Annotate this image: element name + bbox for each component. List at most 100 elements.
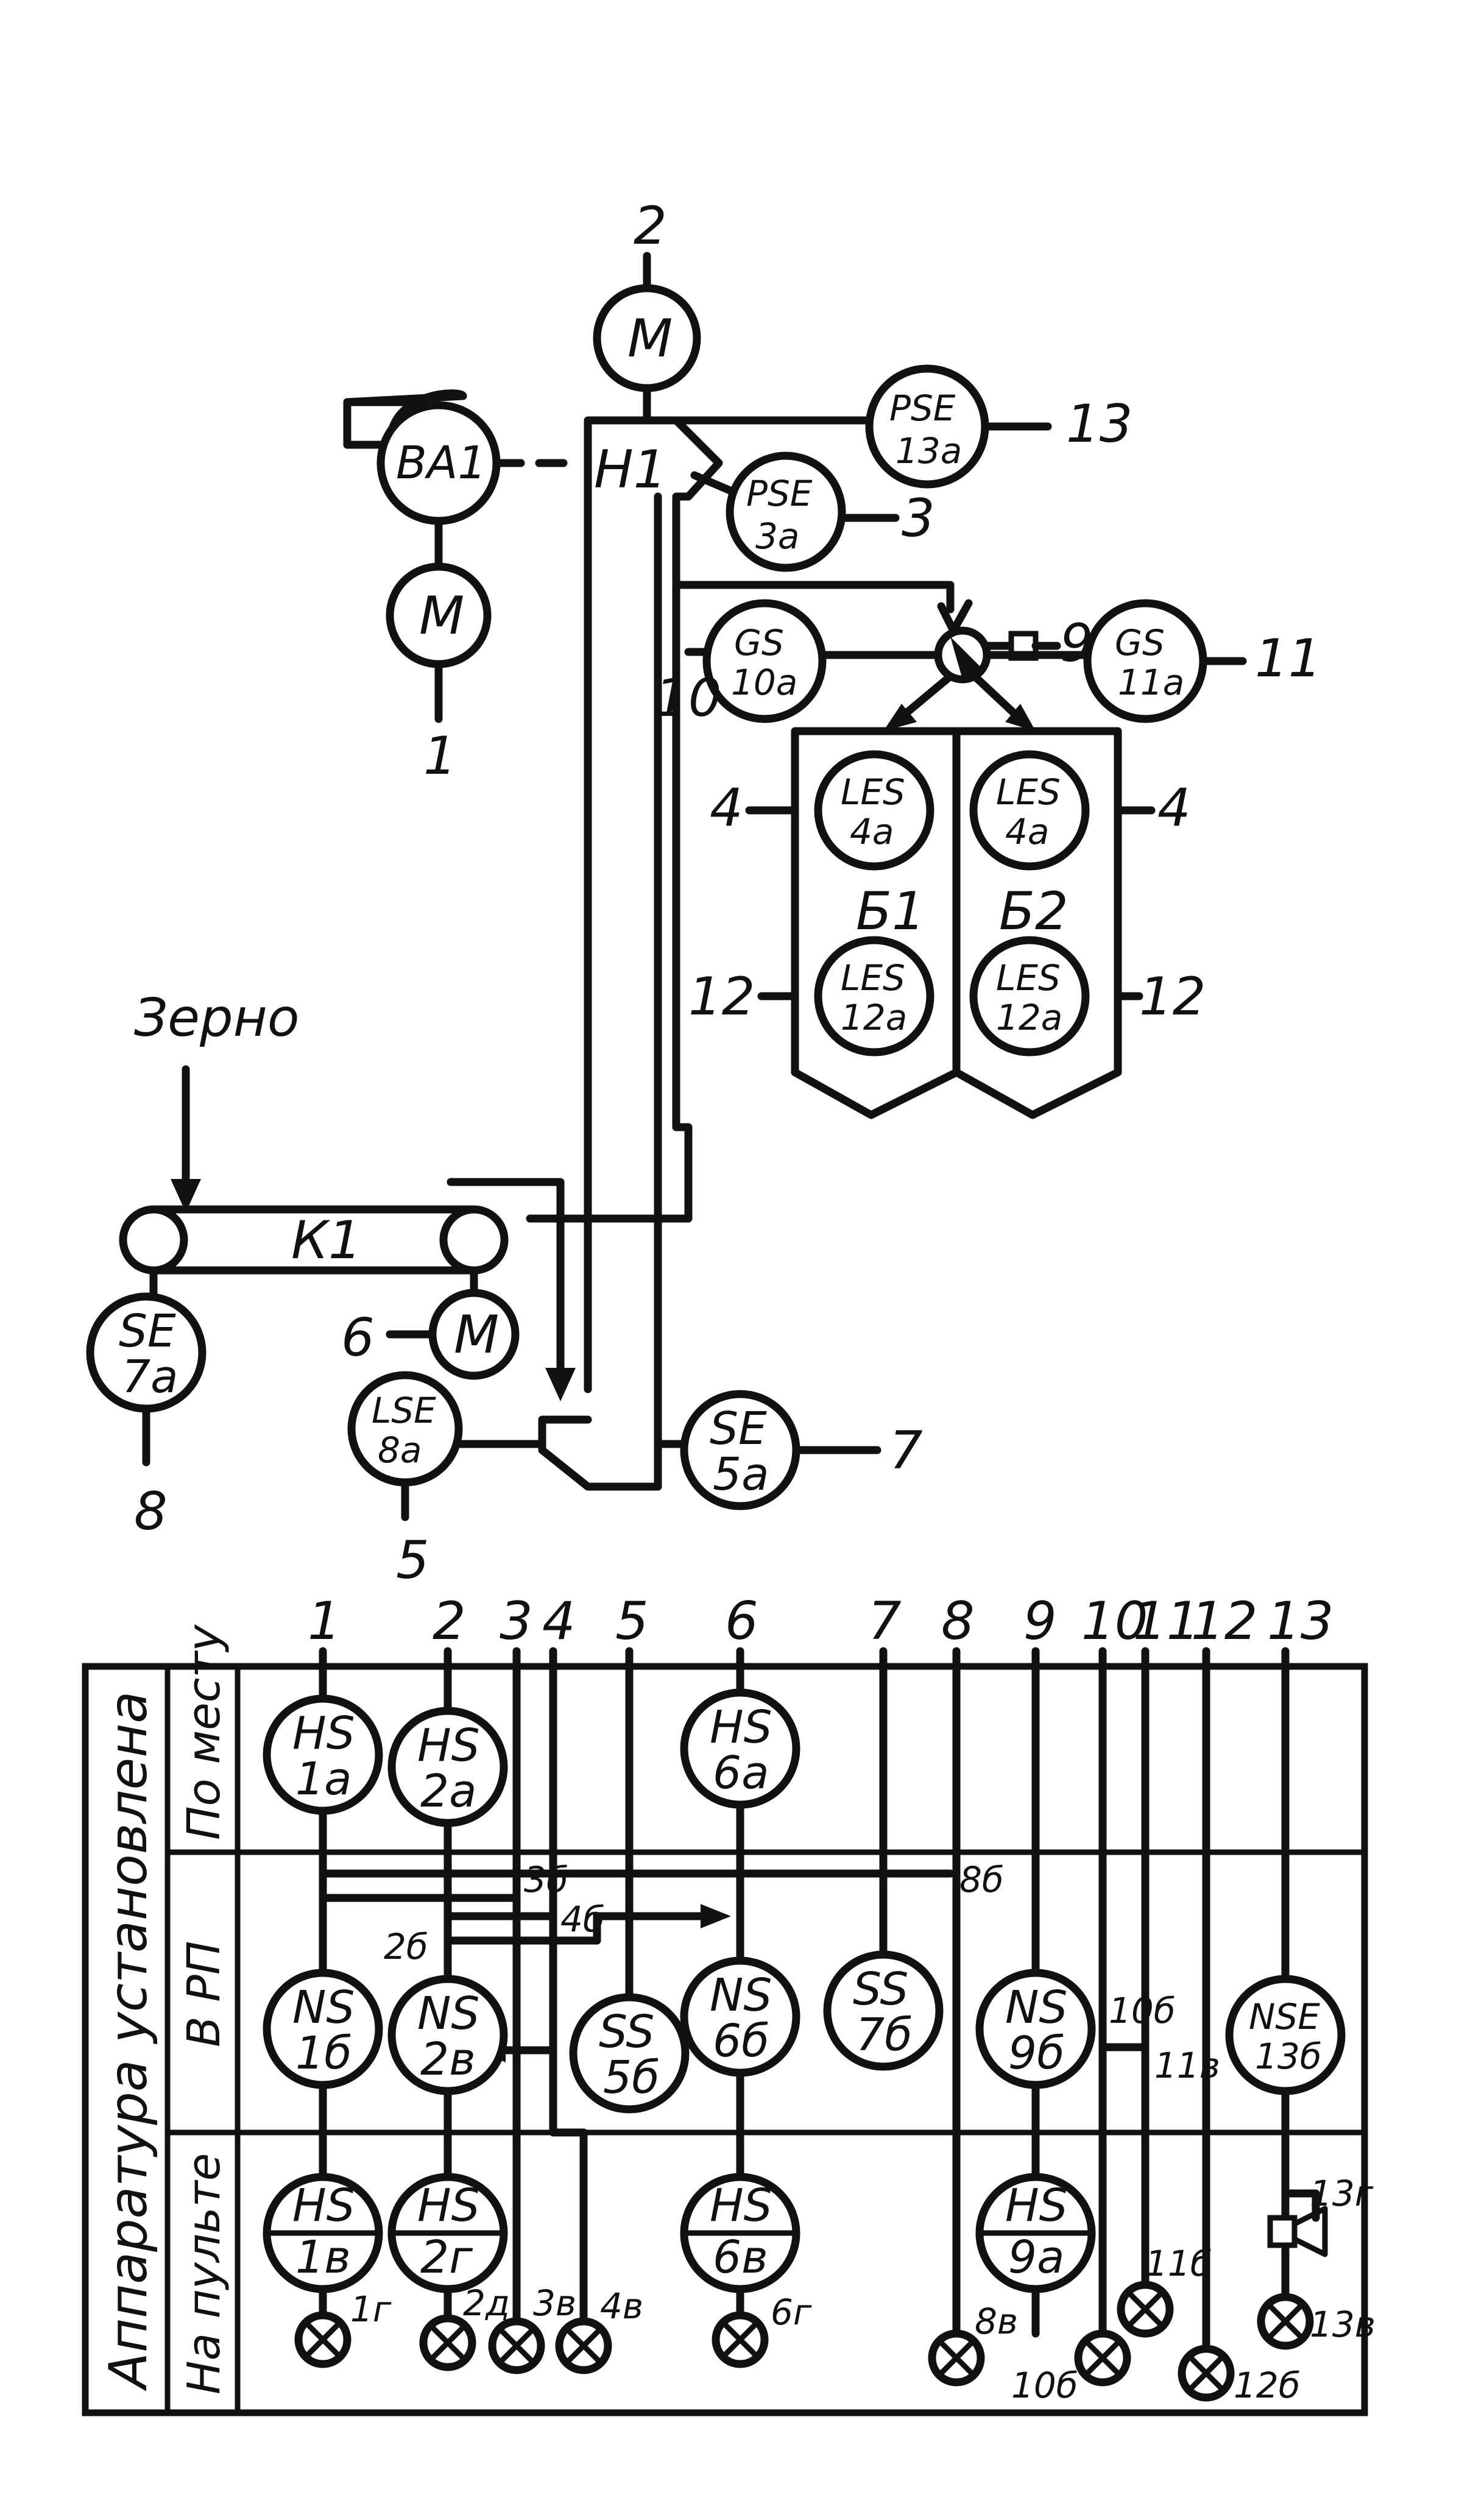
se7a-top: SE — [119, 1305, 176, 1357]
conn-label-4b: 4б — [560, 1899, 605, 1940]
hs9a-bottom: 9а — [1008, 2231, 1064, 2284]
conveyor-chute — [447, 1178, 565, 1381]
feed-arrow-icon — [937, 599, 973, 635]
gs10a-bottom: 10a — [731, 662, 797, 703]
les12a-left-icon — [814, 936, 934, 1056]
lamp-label-11b: 11б — [1145, 2243, 1212, 2284]
ns2v-icon — [387, 1975, 508, 2095]
gs10a-icon — [702, 599, 827, 723]
conveyor-pulley-right-icon — [439, 1205, 509, 1275]
ns1b-bottom: 1б — [295, 2027, 352, 2079]
conn-label-8b: 8б — [959, 1859, 1004, 1900]
interlock-line-2b — [443, 1912, 705, 1945]
col-label-5: 5 — [615, 1591, 649, 1652]
hs2a-bottom: 2a — [420, 1765, 476, 1817]
equipment-table: Аппаратура установлена По месту В РП На … — [82, 1591, 1376, 2416]
row-panel-label: На пульте — [178, 2153, 230, 2394]
lamp-label-13g: 13г — [1310, 2173, 1374, 2214]
col-label-10: 10 — [1081, 1591, 1148, 1652]
hs6v-node: HS 6в — [680, 2173, 800, 2293]
table-frame — [82, 1663, 1368, 2416]
gs11a-top: GS — [1115, 622, 1165, 664]
ss7b-bottom: 7б — [856, 2009, 913, 2061]
lamp-13v-cross — [1265, 2301, 1305, 2341]
hs1v-top: HS — [292, 2179, 355, 2232]
lamp-label-4v: 4в — [600, 2285, 643, 2327]
hs6a-icon — [680, 1688, 800, 1809]
hs6v-top: HS — [710, 2179, 772, 2232]
ns6b-icon — [680, 1956, 800, 2077]
les4a-right-top: LES — [996, 771, 1061, 813]
col-label-8: 8 — [941, 1591, 975, 1652]
elevator-h1-label: Н1 — [594, 439, 666, 500]
les12a-left-bottom: 12a — [841, 997, 907, 1038]
lamp-2d: 2д — [419, 2282, 510, 2371]
lamp-11b: 11б — [1117, 2243, 1212, 2338]
lamp-6g: 6г — [712, 2285, 812, 2368]
col-label-7: 7 — [868, 1591, 902, 1652]
conn-label-10b: 10б — [1109, 1990, 1176, 2031]
se5a-top: SE — [710, 1403, 767, 1455]
split-arrow-right-icon — [1005, 704, 1036, 731]
process-scheme: 2 M Н1 PSE 13a 13 PSE 3a 3 ВА1 M 1 — [86, 196, 1321, 1591]
hs6a-top: HS — [710, 1701, 772, 1754]
conn-label-3b: 3б — [524, 1859, 568, 1900]
col-label-2: 2 — [433, 1591, 466, 1652]
label-5: 7 — [889, 1420, 923, 1481]
label-8: 5 — [396, 1530, 429, 1591]
lamp-1g-cross — [303, 2320, 343, 2360]
nse13b-top: NSE — [1249, 1996, 1320, 2037]
lamp-13v: 13в — [1257, 2293, 1376, 2350]
hs6v-bottom: 6в — [713, 2231, 768, 2284]
les4a-right-bottom: 4a — [1005, 811, 1049, 852]
lse8a-bottom: 8a — [378, 1429, 422, 1471]
ns1b-icon — [263, 1969, 383, 2089]
nse13b-icon — [1225, 1975, 1346, 2095]
lamp-8v-cross — [936, 2338, 977, 2378]
lamp-label-1g: 1г — [350, 2288, 392, 2330]
grain-arrow-icon — [171, 1179, 201, 1212]
lamp-label-12b: 12б — [1234, 2365, 1301, 2406]
bin-b2-label: Б2 — [999, 881, 1069, 942]
ns1b-top: NS — [292, 1981, 355, 2034]
horn-13g-body-icon — [1267, 2215, 1298, 2248]
col-label-6: 6 — [725, 1591, 758, 1652]
fan-ba1-label: ВА1 — [396, 437, 486, 489]
hs1a-bottom: 1a — [295, 1753, 351, 1805]
lamp-label-6g: 6г — [771, 2292, 812, 2333]
interlock-arrow-icon — [701, 1904, 731, 1928]
nse13b-bottom: 13б — [1255, 2036, 1322, 2077]
lamp-10b: 10б — [1011, 2329, 1131, 2406]
hs1v-node: HS 1в — [263, 2173, 383, 2293]
hs2a-top: HS — [417, 1719, 480, 1772]
lamp-1g: 1г — [294, 2285, 392, 2368]
col-label-1: 1 — [308, 1591, 341, 1652]
les12a-right-icon — [969, 936, 1090, 1056]
les12a-left-top: LES — [841, 957, 905, 999]
label-6: 6 — [341, 1308, 375, 1368]
ss5b-top: SS — [599, 2006, 654, 2058]
hs1a-top: HS — [292, 1707, 355, 1760]
bins-outline — [791, 727, 1122, 1119]
col-label-9: 9 — [1023, 1591, 1057, 1652]
hs1a-icon — [263, 1694, 383, 1815]
table-header-text: Аппаратура установлена — [98, 1691, 159, 2391]
ss5b-icon — [569, 1993, 690, 2114]
gs11a-bottom: 11a — [1118, 662, 1184, 703]
ns9b-top: NS — [1005, 1981, 1067, 2034]
label-2: 2 — [634, 196, 667, 257]
lamp-2d-cross — [428, 2323, 468, 2363]
hs2g-bottom: 2г — [420, 2231, 473, 2284]
conn-label-11v: 11в — [1154, 2045, 1220, 2086]
lamp-12b-cross — [1186, 2353, 1226, 2393]
lamp-label-3v: 3в — [533, 2282, 576, 2324]
ns2v-bottom: 2в — [420, 2033, 476, 2086]
label-4-left: 4 — [710, 777, 743, 838]
pse3a-bottom: 3a — [755, 515, 799, 557]
les4a-right-icon — [969, 750, 1090, 871]
lamp-label-13v: 13в — [1310, 2304, 1376, 2345]
pse3a-icon — [726, 451, 846, 572]
ss5b-bottom: 5б — [603, 2051, 660, 2104]
label-12-right: 12 — [1139, 966, 1206, 1027]
